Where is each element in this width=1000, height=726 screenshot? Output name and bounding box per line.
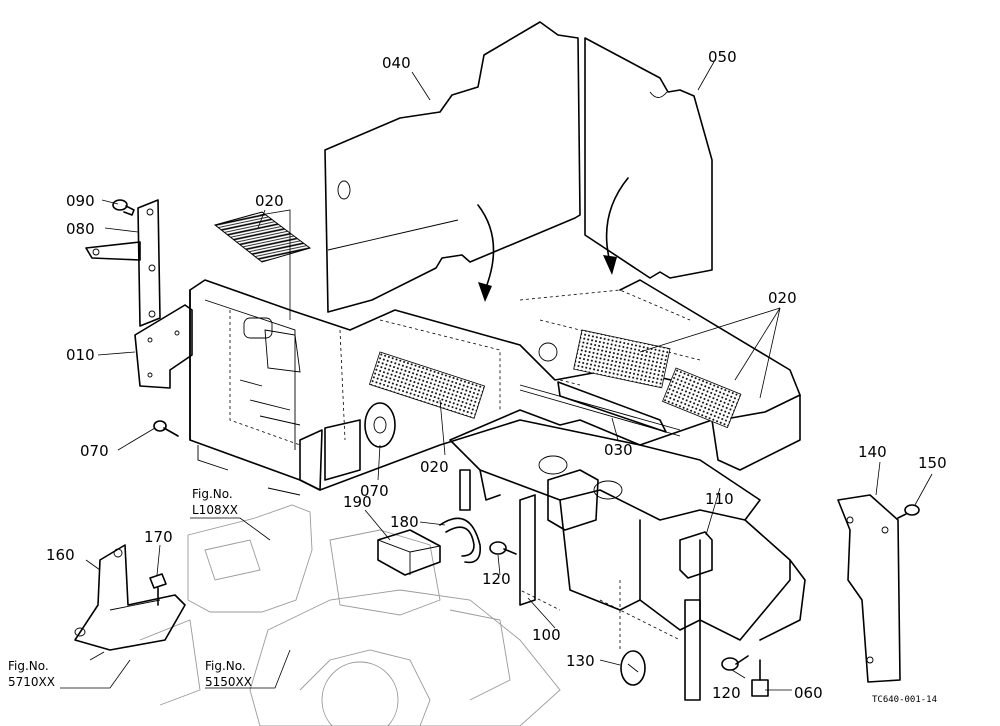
fig-ref-5150xx-number: 5150XX [205,675,252,689]
callout-020-mat: 020 [255,192,284,210]
floor-plate-right [519,279,801,471]
frame-100 [449,409,806,701]
bracket-160 [74,544,186,651]
callout-130: 130 [566,652,595,670]
callout-080: 080 [66,220,95,238]
callout-190: 190 [343,493,372,511]
floor-mat-right-050 [584,37,713,279]
callout-140: 140 [858,443,887,461]
bolt-120-b [721,655,749,671]
callouts: 040 050 090 080 020 010 070 020 030 020 … [46,48,947,702]
callout-020-right: 020 [768,289,797,307]
callout-110: 110 [705,490,734,508]
callout-170: 170 [144,528,173,546]
callout-060: 060 [794,684,823,702]
screw-060 [751,659,769,697]
fig-ref-5150xx-label: Fig.No. [205,659,246,673]
callout-090: 090 [66,192,95,210]
bolt-170 [149,573,167,606]
grommet-130 [620,650,646,686]
floor-plate-010 [189,279,713,496]
callout-010: 010 [66,346,95,364]
callout-070-mid: 070 [360,482,389,500]
callout-050: 050 [708,48,737,66]
fig-ref-l108xx-label: Fig.No. [192,487,233,501]
bolt-070-left [153,420,179,437]
side-plate-010 [134,304,193,389]
bolt-150 [897,504,920,519]
bolt-120-a [489,541,517,555]
floor-mat-left-040 [324,21,581,313]
bolt-090 [112,199,135,216]
callout-100: 100 [532,626,561,644]
callout-120-b: 120 [712,684,741,702]
engine-ghost [139,504,561,726]
figure-references: Fig.No. L108XX Fig.No. 5710XX Fig.No. 51… [8,487,252,689]
fig-ref-l108xx-number: L108XX [192,503,238,517]
callout-040: 040 [382,54,411,72]
callout-020-mid: 020 [420,458,449,476]
fig-ref-5710xx-number: 5710XX [8,675,55,689]
callout-030: 030 [604,441,633,459]
rotation-arrows [477,177,629,302]
callout-160: 160 [46,546,75,564]
leader-lines [60,59,933,691]
callout-150: 150 [918,454,947,472]
rubber-mat-020 [213,211,312,263]
u-clip-180 [439,517,482,564]
callout-070-left: 070 [80,442,109,460]
callout-120-a: 120 [482,570,511,588]
bracket-080 [85,199,161,327]
pad-190 [377,529,441,576]
cover-plate-140 [837,494,901,683]
grommet-070 [324,402,396,481]
fig-ref-5710xx-label: Fig.No. [8,659,49,673]
callout-180: 180 [390,513,419,531]
drawing-code: TC640-001-14 [872,695,937,705]
